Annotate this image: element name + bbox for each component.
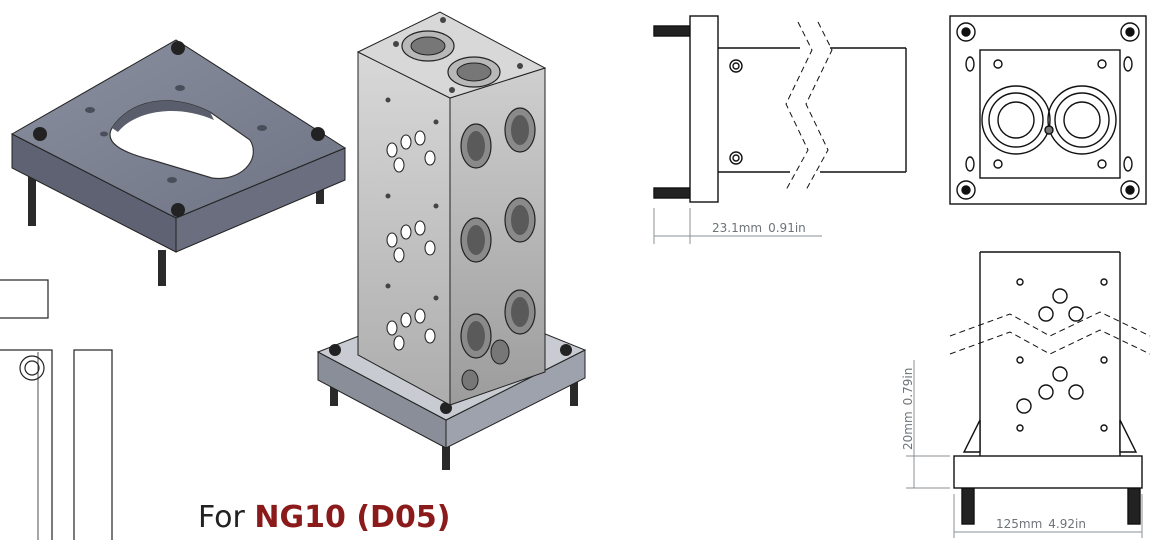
- plate-thickness-dimension-label: 20mm0.79in: [901, 368, 915, 450]
- manifold-block-isometric-view: [316, 11, 587, 470]
- caption-size-highlight: NG10 (D05): [254, 500, 451, 535]
- side-view-drawing: [653, 15, 907, 244]
- product-size-caption: For NG10 (D05): [198, 503, 450, 533]
- caption-prefix: For: [198, 500, 245, 535]
- front-view-drawing: [906, 251, 1151, 538]
- top-view-drawing: [949, 15, 1147, 205]
- subplate-isometric-view: [10, 39, 347, 286]
- partial-orthographic-views: [0, 279, 113, 540]
